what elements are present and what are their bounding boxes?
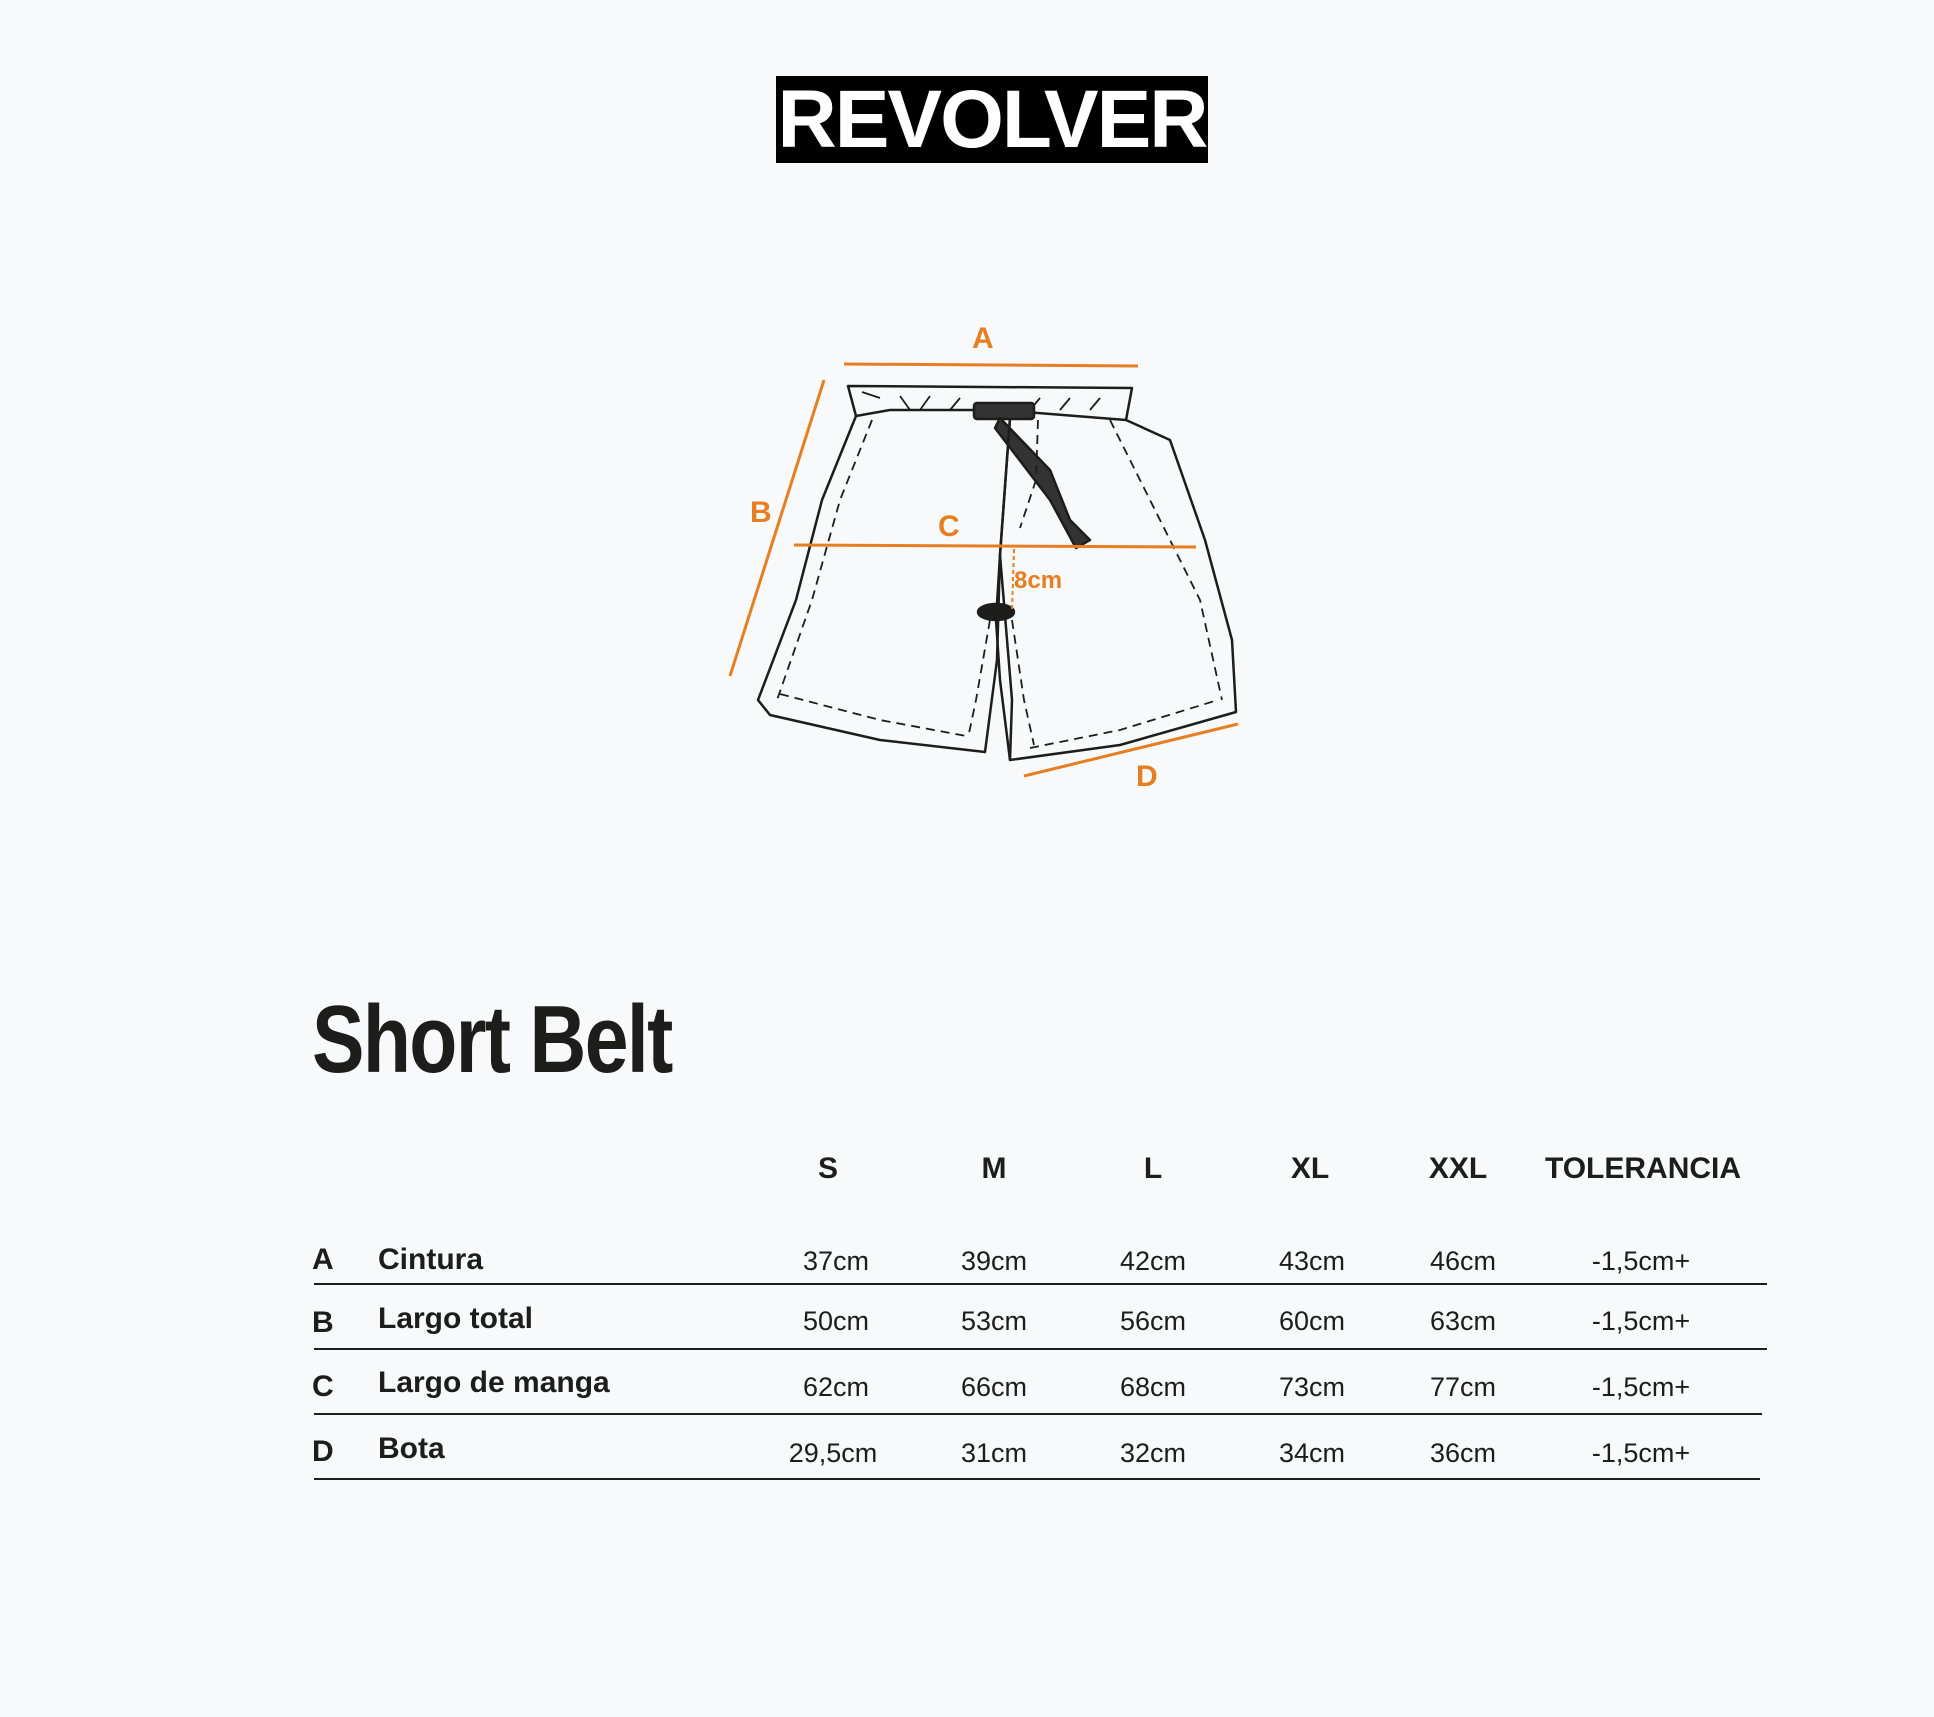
- column-header-xxl: XXL: [1428, 1152, 1488, 1185]
- cell-m: 53cm: [960, 1306, 1028, 1336]
- row-divider: [314, 1348, 1767, 1350]
- column-header-l: L: [1143, 1152, 1163, 1185]
- row-name: Bota: [378, 1432, 445, 1465]
- cell-xl: 73cm: [1278, 1372, 1346, 1402]
- cell-tolerancia: -1,5cm+: [1591, 1246, 1691, 1276]
- cell-xxl: 46cm: [1429, 1246, 1497, 1276]
- cell-tolerancia: -1,5cm+: [1591, 1372, 1691, 1402]
- row-name: Largo total: [378, 1302, 533, 1335]
- column-header-xl: XL: [1290, 1152, 1330, 1185]
- cell-s: 37cm: [802, 1246, 870, 1276]
- cell-s: 29,5cm: [788, 1438, 878, 1468]
- column-header-tolerancia: TOLERANCIA: [1544, 1152, 1742, 1185]
- row-name: Cintura: [378, 1243, 483, 1276]
- cell-xl: 60cm: [1278, 1306, 1346, 1336]
- row-divider: [314, 1478, 1760, 1480]
- dimension-label-c: C: [938, 510, 960, 543]
- row-divider: [314, 1413, 1762, 1415]
- brand-logo: REVOLVER: [776, 73, 1209, 165]
- row-letter: B: [312, 1306, 334, 1339]
- dimension-label-b: B: [750, 496, 772, 529]
- dimension-label-a: A: [972, 322, 994, 355]
- dimension-label-offset: 8cm: [1014, 567, 1062, 594]
- row-divider: [314, 1283, 1767, 1285]
- cell-l: 42cm: [1119, 1246, 1187, 1276]
- cell-m: 31cm: [960, 1438, 1028, 1468]
- cell-tolerancia: -1,5cm+: [1591, 1306, 1691, 1336]
- shorts-outline: [756, 384, 1238, 762]
- column-header-s: S: [817, 1152, 839, 1185]
- cell-l: 56cm: [1119, 1306, 1187, 1336]
- row-letter: C: [312, 1370, 334, 1403]
- shorts-diagram: A B C 8cm D: [728, 322, 1239, 793]
- row-name: Largo de manga: [378, 1366, 610, 1399]
- cell-m: 66cm: [960, 1372, 1028, 1402]
- product-title: Short Belt: [312, 986, 673, 1093]
- row-letter: D: [312, 1435, 334, 1468]
- row-letter: A: [312, 1243, 334, 1276]
- cell-s: 62cm: [802, 1372, 870, 1402]
- brand-logo-text: REVOLVER: [777, 73, 1209, 165]
- measurement-lines: [728, 362, 1239, 778]
- column-header-m: M: [981, 1152, 1007, 1185]
- cell-xxl: 63cm: [1429, 1306, 1497, 1336]
- cell-xxl: 77cm: [1429, 1372, 1497, 1402]
- cell-m: 39cm: [960, 1246, 1028, 1276]
- cell-s: 50cm: [802, 1306, 870, 1336]
- cell-xl: 34cm: [1278, 1438, 1346, 1468]
- cell-tolerancia: -1,5cm+: [1591, 1438, 1691, 1468]
- cell-xxl: 36cm: [1429, 1438, 1497, 1468]
- cell-xl: 43cm: [1278, 1246, 1346, 1276]
- cell-l: 68cm: [1119, 1372, 1187, 1402]
- dimension-label-d: D: [1136, 760, 1158, 793]
- cell-l: 32cm: [1119, 1438, 1187, 1468]
